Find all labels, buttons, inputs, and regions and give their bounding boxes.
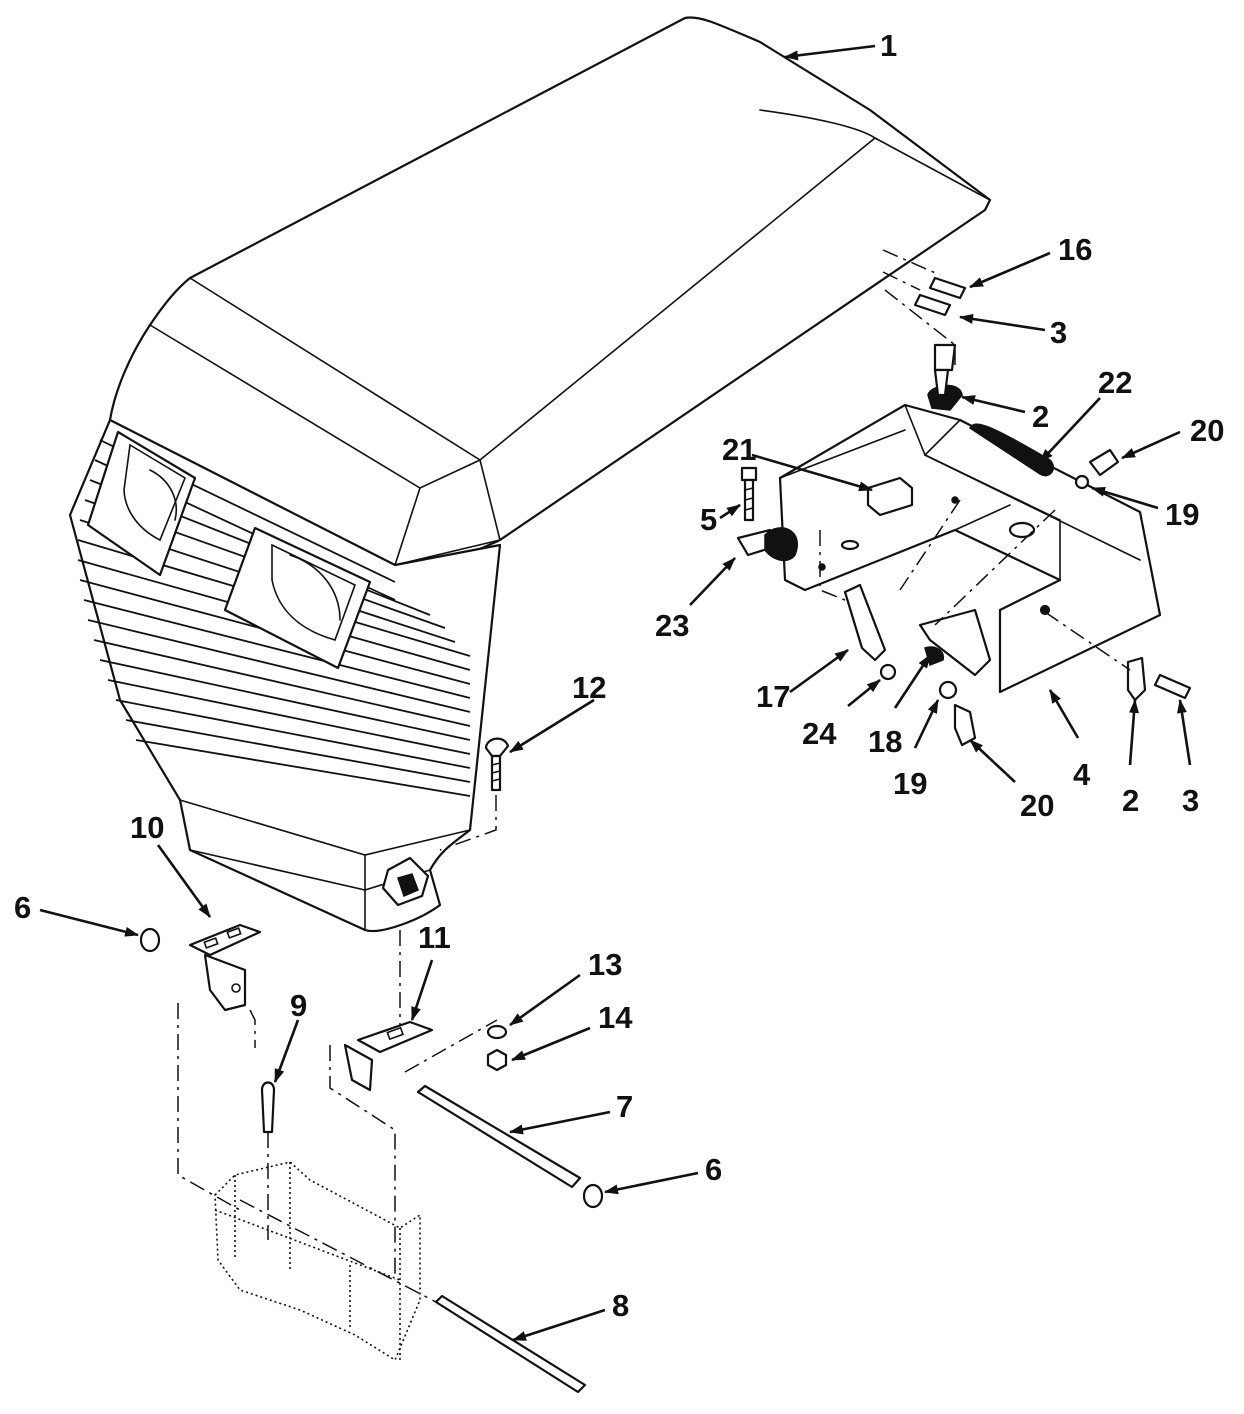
callout-23: 23 [655, 608, 689, 643]
callout-19: 19 [1165, 497, 1199, 532]
washer-19-upper [1074, 474, 1090, 490]
callout-3: 3 [1050, 315, 1067, 350]
carriage-bolt [484, 737, 510, 792]
latch-assembly [778, 403, 1162, 694]
rod-8 [434, 1294, 587, 1394]
callout-1: 1 [880, 28, 897, 63]
pin-3-upper [913, 293, 952, 317]
callout-16: 16 [1058, 232, 1092, 267]
latch-2-upper [927, 343, 963, 411]
axle-support-dotted [214, 1161, 421, 1362]
callout-2: 2 [1122, 783, 1139, 818]
hood [68, 16, 992, 933]
clip-21 [866, 476, 914, 517]
screw-20-lower [953, 703, 977, 747]
callout-5: 5 [700, 502, 717, 537]
bracket-23 [736, 527, 798, 562]
callout-2: 2 [1032, 399, 1049, 434]
callout-7: 7 [616, 1089, 633, 1124]
pin-3-lower [1153, 673, 1192, 700]
callout-13: 13 [588, 947, 622, 982]
callout-10: 10 [130, 810, 164, 845]
rod-7 [416, 1084, 582, 1189]
callout-21: 21 [722, 432, 756, 467]
callout-3: 3 [1182, 783, 1199, 818]
headlight-left [86, 430, 197, 577]
callout-11: 11 [418, 920, 451, 955]
arm-17 [843, 583, 887, 662]
callout-6: 6 [14, 890, 31, 925]
bracket-11 [343, 1020, 434, 1092]
screw-20-upper [1088, 448, 1120, 477]
pin-16 [928, 276, 967, 300]
callout-14: 14 [598, 1000, 633, 1035]
callout-12: 12 [572, 670, 606, 705]
nut-24 [879, 663, 897, 681]
callout-8: 8 [612, 1288, 629, 1323]
bolt-5 [740, 466, 758, 522]
nut-14 [486, 1048, 508, 1072]
callout-4: 4 [1073, 757, 1091, 792]
washer-19-lower [938, 680, 958, 700]
washer-6-right [582, 1183, 604, 1209]
plate-18 [918, 608, 992, 677]
callout-20: 20 [1020, 788, 1054, 823]
leaders [39, 44, 1192, 1342]
callout-9: 9 [290, 988, 307, 1023]
callout-20: 20 [1190, 413, 1224, 448]
latch-2-lower [1126, 656, 1147, 702]
callout-18: 18 [868, 724, 902, 759]
callout-24: 24 [802, 716, 837, 751]
callouts: 1 16 3 22 2 20 21 19 5 23 12 17 24 18 19… [14, 28, 1224, 1323]
cotter-pin-9 [260, 1081, 276, 1134]
washer-13 [486, 1024, 508, 1040]
callout-19: 19 [893, 766, 927, 801]
callout-17: 17 [756, 679, 790, 714]
callout-6: 6 [705, 1152, 722, 1187]
callout-22: 22 [1098, 365, 1132, 400]
bracket-10 [188, 923, 262, 1012]
headlight-right [223, 526, 372, 670]
washer-6-left [139, 927, 161, 953]
